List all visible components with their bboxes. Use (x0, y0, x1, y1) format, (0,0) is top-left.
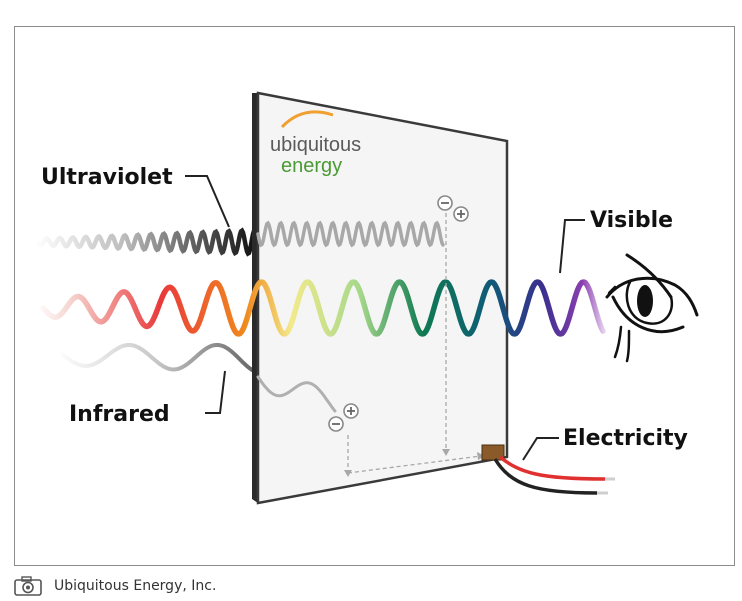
ultraviolet-wave-incoming (34, 226, 261, 257)
minus-charge-icon (328, 416, 344, 432)
infrared-wave-incoming (61, 342, 260, 375)
current-arrowheads (344, 449, 485, 477)
plus-charge-icon (343, 403, 359, 419)
red-wire (498, 455, 606, 481)
label-ultraviolet: Ultraviolet (41, 165, 173, 190)
camera-icon (14, 576, 42, 596)
logo-line-2: energy (281, 155, 342, 177)
caption-text: Ubiquitous Energy, Inc. (54, 578, 217, 594)
label-electricity: Electricity (563, 426, 688, 451)
label-visible: Visible (590, 208, 673, 233)
plus-charge-icon (453, 206, 469, 222)
eye-icon (605, 253, 699, 363)
current-flow-arrows (347, 213, 482, 474)
minus-charge-icon (437, 195, 453, 211)
label-infrared: Infrared (69, 402, 170, 427)
infrared-wave-inside-panel (256, 375, 337, 413)
panel-connector (481, 444, 505, 461)
black-wire (493, 458, 598, 495)
figure-frame: ubiquitous energy (14, 26, 735, 566)
ultraviolet-wave-inside-panel (256, 220, 445, 248)
label-leaders (185, 175, 585, 461)
logo-line-1: ubiquitous (270, 134, 361, 156)
solar-window-diagram: ubiquitous energy (34, 91, 699, 505)
figure-caption: Ubiquitous Energy, Inc. (14, 575, 216, 597)
visible-light-wave (40, 279, 606, 337)
logo-arc (280, 110, 334, 129)
